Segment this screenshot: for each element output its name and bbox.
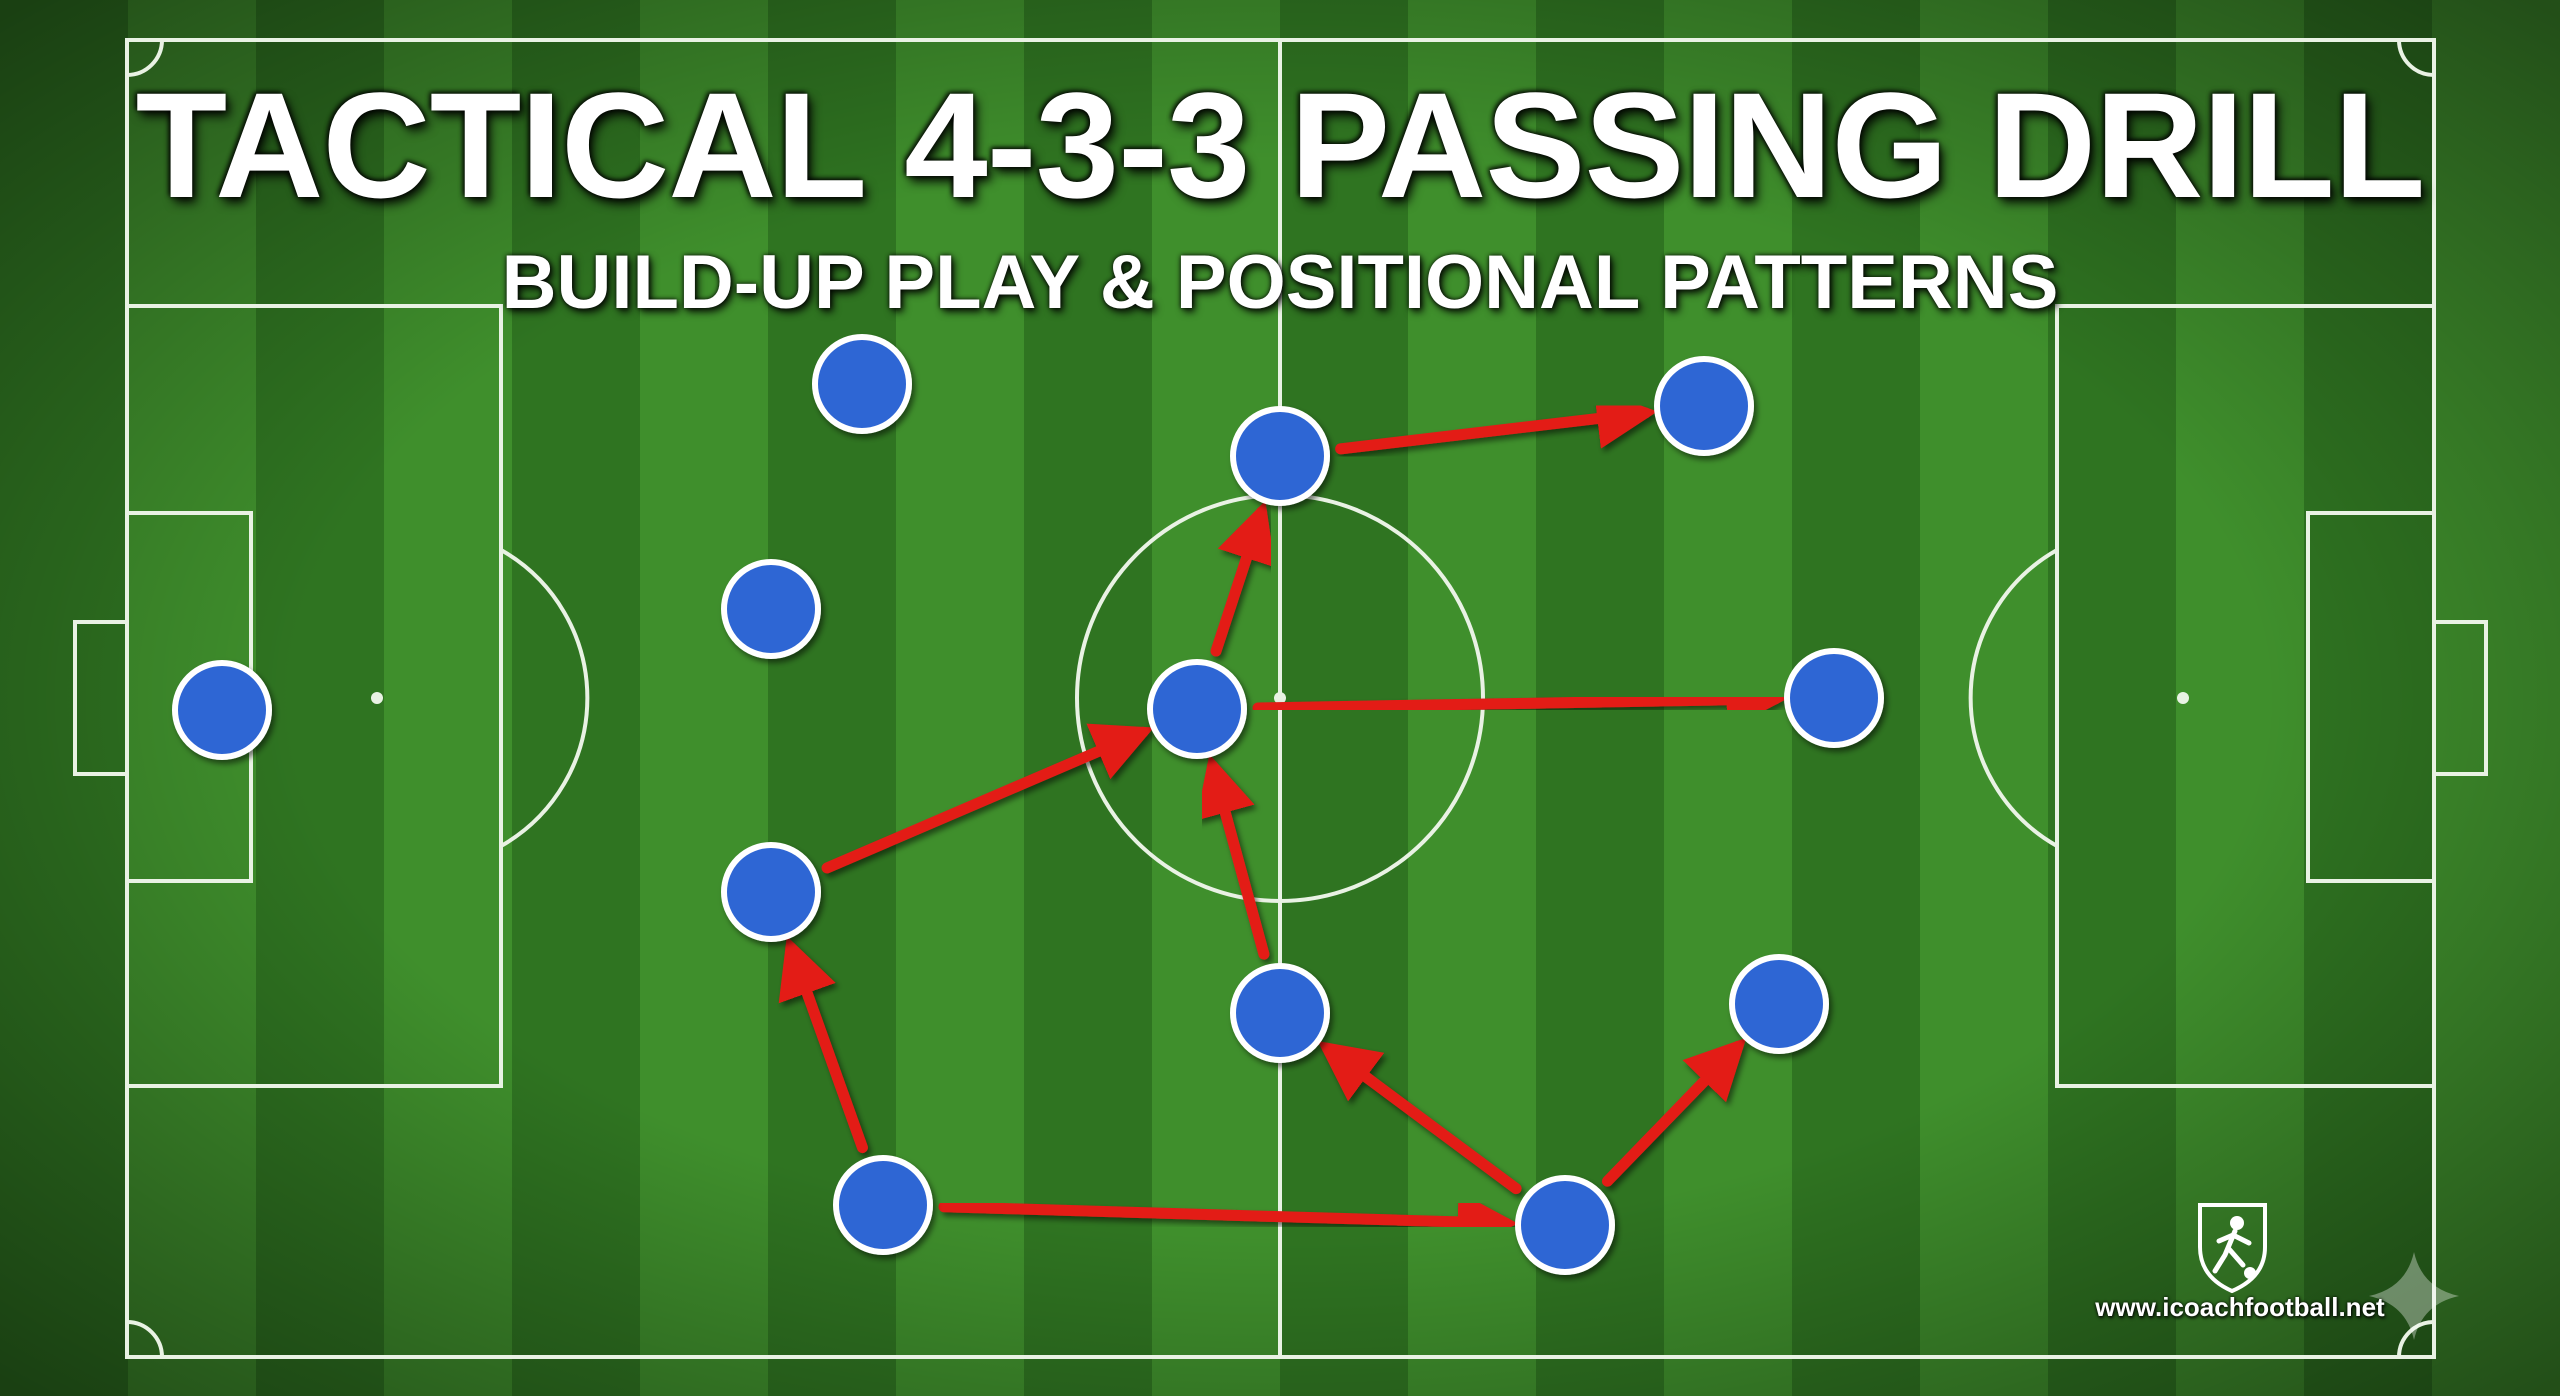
left-goal [73, 620, 129, 776]
pass-arrow [1601, 1037, 1747, 1187]
player-marker [1230, 406, 1330, 506]
pass-arrow [821, 723, 1154, 874]
corner-arc-bottom-left [126, 1320, 164, 1358]
players [172, 334, 1884, 1275]
pass-arrow [1317, 1040, 1522, 1195]
pass-arrow [1335, 388, 1658, 455]
center-spot [1274, 692, 1286, 704]
pass-arrow [778, 936, 868, 1154]
pass-arrow [1210, 500, 1276, 657]
left-penalty-arc [500, 548, 590, 848]
corner-arc-top-right [2397, 39, 2435, 77]
player-marker [1784, 648, 1884, 748]
pass-arrows [778, 388, 1788, 1253]
right-penalty-spot [2177, 692, 2189, 704]
player-marker [1230, 963, 1330, 1063]
player-marker [812, 334, 912, 434]
diagram-subtitle: BUILD-UP PLAY & POSITIONAL PATTERNS [501, 240, 2059, 325]
website-url[interactable]: www.icoachfootball.net [2095, 1292, 2385, 1322]
corner-arc-top-left [126, 39, 164, 77]
sparkle-icon [2369, 1252, 2459, 1340]
pass-arrow [1252, 669, 1788, 731]
diagram-title: TACTICAL 4-3-3 PASSING DRILL [135, 61, 2426, 229]
player-marker [172, 660, 272, 760]
left-penalty-spot [371, 692, 383, 704]
player-marker [833, 1155, 933, 1255]
player-marker [1515, 1175, 1615, 1275]
player-marker [721, 559, 821, 659]
shield-player-logo-icon [2198, 1203, 2267, 1294]
right-penalty-arc [1968, 548, 2058, 848]
pass-arrow [1196, 754, 1270, 960]
corner-arc-bottom-right [2397, 1320, 2435, 1358]
player-marker [1147, 659, 1247, 759]
player-marker [721, 842, 821, 942]
pass-arrow [938, 1191, 1519, 1253]
right-goal [2432, 620, 2488, 776]
player-marker [1729, 954, 1829, 1054]
player-marker [1654, 356, 1754, 456]
